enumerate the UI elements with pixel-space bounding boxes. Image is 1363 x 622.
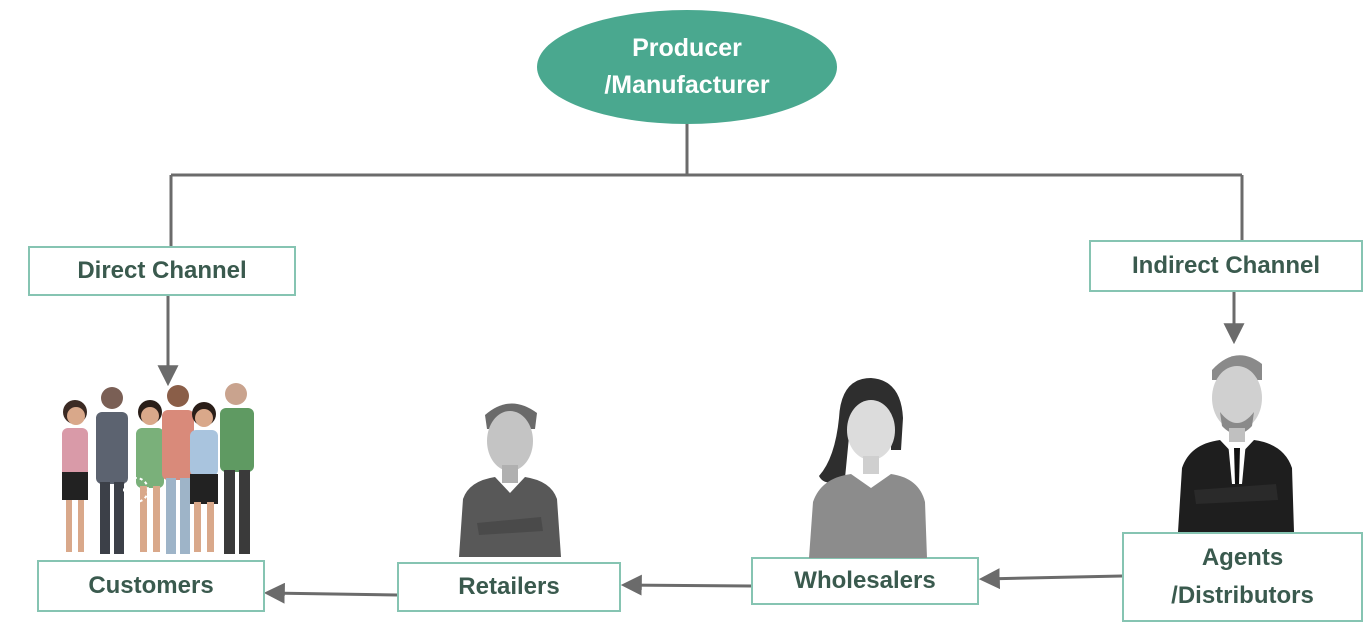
customer-figure-4: [162, 385, 194, 554]
retailer-illustration: [459, 403, 561, 557]
customer-figure-3: [136, 400, 164, 552]
producer-label-line2: /Manufacturer: [604, 71, 770, 99]
agent-illustration: [1178, 355, 1294, 532]
customers-label: Customers: [88, 572, 214, 599]
customers-group-illustration: [62, 383, 254, 554]
retailers-to-customers-arrow: [263, 582, 398, 604]
agents-to-wholesalers-arrow: [978, 568, 1123, 590]
producer-label-line1: Producer: [632, 34, 742, 62]
wholesalers-box: Wholesalers: [751, 557, 979, 605]
agents-label-line1: Agents: [1201, 544, 1284, 571]
agents-label-line2: /Distributors: [1171, 582, 1314, 609]
customer-figure-1: [62, 400, 88, 552]
retailers-box: Retailers: [397, 562, 621, 612]
wholesalers-to-retailers-arrow: [620, 574, 752, 596]
producer-node: Producer /Manufacturer: [537, 10, 837, 124]
direct-channel-box: Direct Channel: [28, 246, 296, 296]
direct-channel-label: Direct Channel: [77, 257, 247, 284]
wholesalers-label: Wholesalers: [794, 567, 936, 594]
indirect-channel-box: Indirect Channel: [1089, 240, 1363, 292]
agents-box: Agents /Distributors: [1122, 532, 1363, 622]
retailers-label: Retailers: [458, 573, 560, 600]
wholesaler-illustration: [809, 378, 927, 558]
customer-figure-6: [220, 383, 254, 554]
indirect-channel-label: Indirect Channel: [1131, 252, 1321, 279]
customer-figure-2: [96, 387, 128, 554]
customers-box: Customers: [37, 560, 265, 612]
customer-figure-5: [190, 402, 218, 552]
